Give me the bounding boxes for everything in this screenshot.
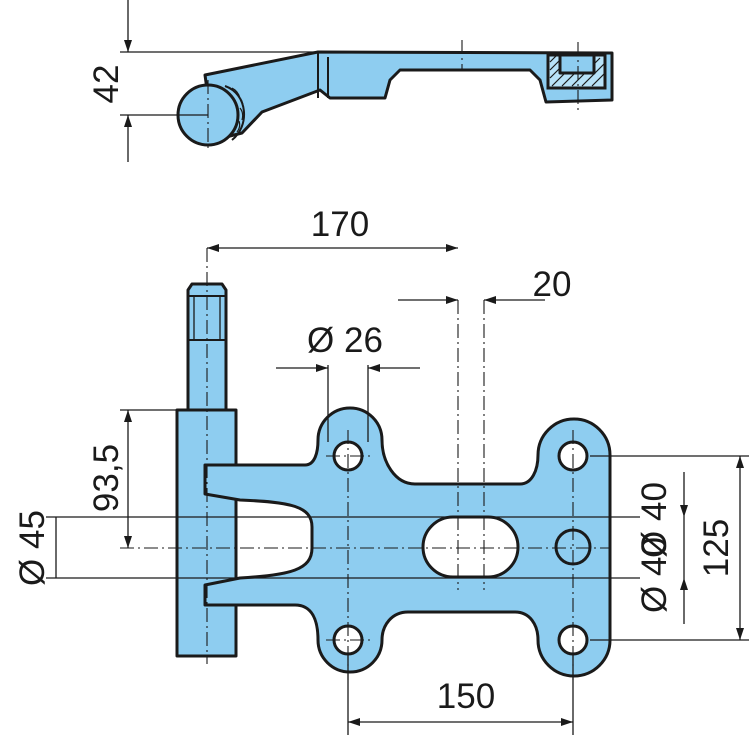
dim-dia-40-lower-label: Ø 40 [635, 537, 674, 613]
dim-125-label: 125 [697, 519, 736, 577]
front-view: 170 20 Ø 26 93,5 Ø 45 Ø 40 Ø 40 125 150 [13, 205, 749, 735]
dim-dia-40-upper-label: Ø 40 [635, 482, 674, 558]
dim-93-5-label: 93,5 [87, 444, 126, 512]
dim-170-label: 170 [311, 205, 369, 244]
dim-150-label: 150 [437, 677, 495, 716]
slotted-hole [421, 515, 520, 579]
dim-20-label: 20 [533, 265, 572, 304]
side-view: 42 [87, 0, 614, 162]
dim-dia-26-label: Ø 26 [307, 321, 383, 360]
dim-42-label: 42 [87, 65, 126, 104]
dim-dia-45-label: Ø 45 [13, 510, 52, 586]
